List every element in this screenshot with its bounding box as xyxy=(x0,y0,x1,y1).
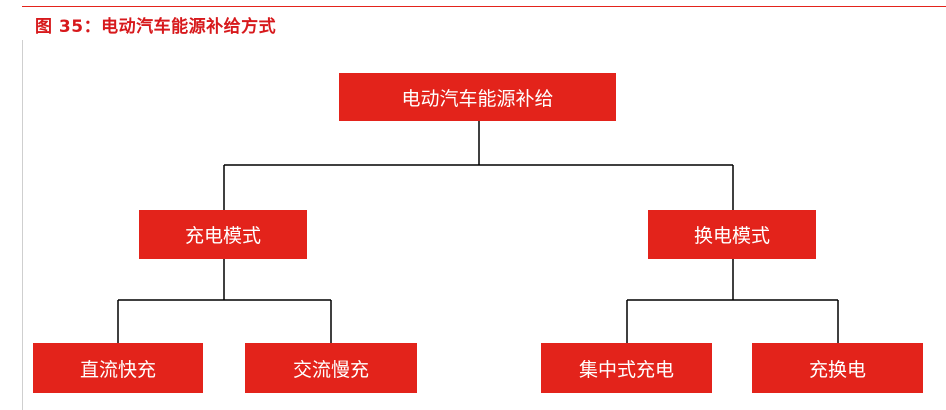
leaf-node-centralized: 集中式充电 xyxy=(541,343,712,393)
leaf-node-dc-fast: 直流快充 xyxy=(33,343,203,393)
branch-node-swapping: 换电模式 xyxy=(648,210,816,259)
figure-title: 图 35：电动汽车能源补给方式 xyxy=(35,17,277,37)
left-border xyxy=(22,40,23,410)
leaf-node-charge-swap: 充换电 xyxy=(752,343,923,393)
root-node: 电动汽车能源补给 xyxy=(339,73,616,121)
top-rule xyxy=(22,6,946,7)
branch-node-charging: 充电模式 xyxy=(139,210,307,259)
leaf-node-ac-slow: 交流慢充 xyxy=(245,343,417,393)
